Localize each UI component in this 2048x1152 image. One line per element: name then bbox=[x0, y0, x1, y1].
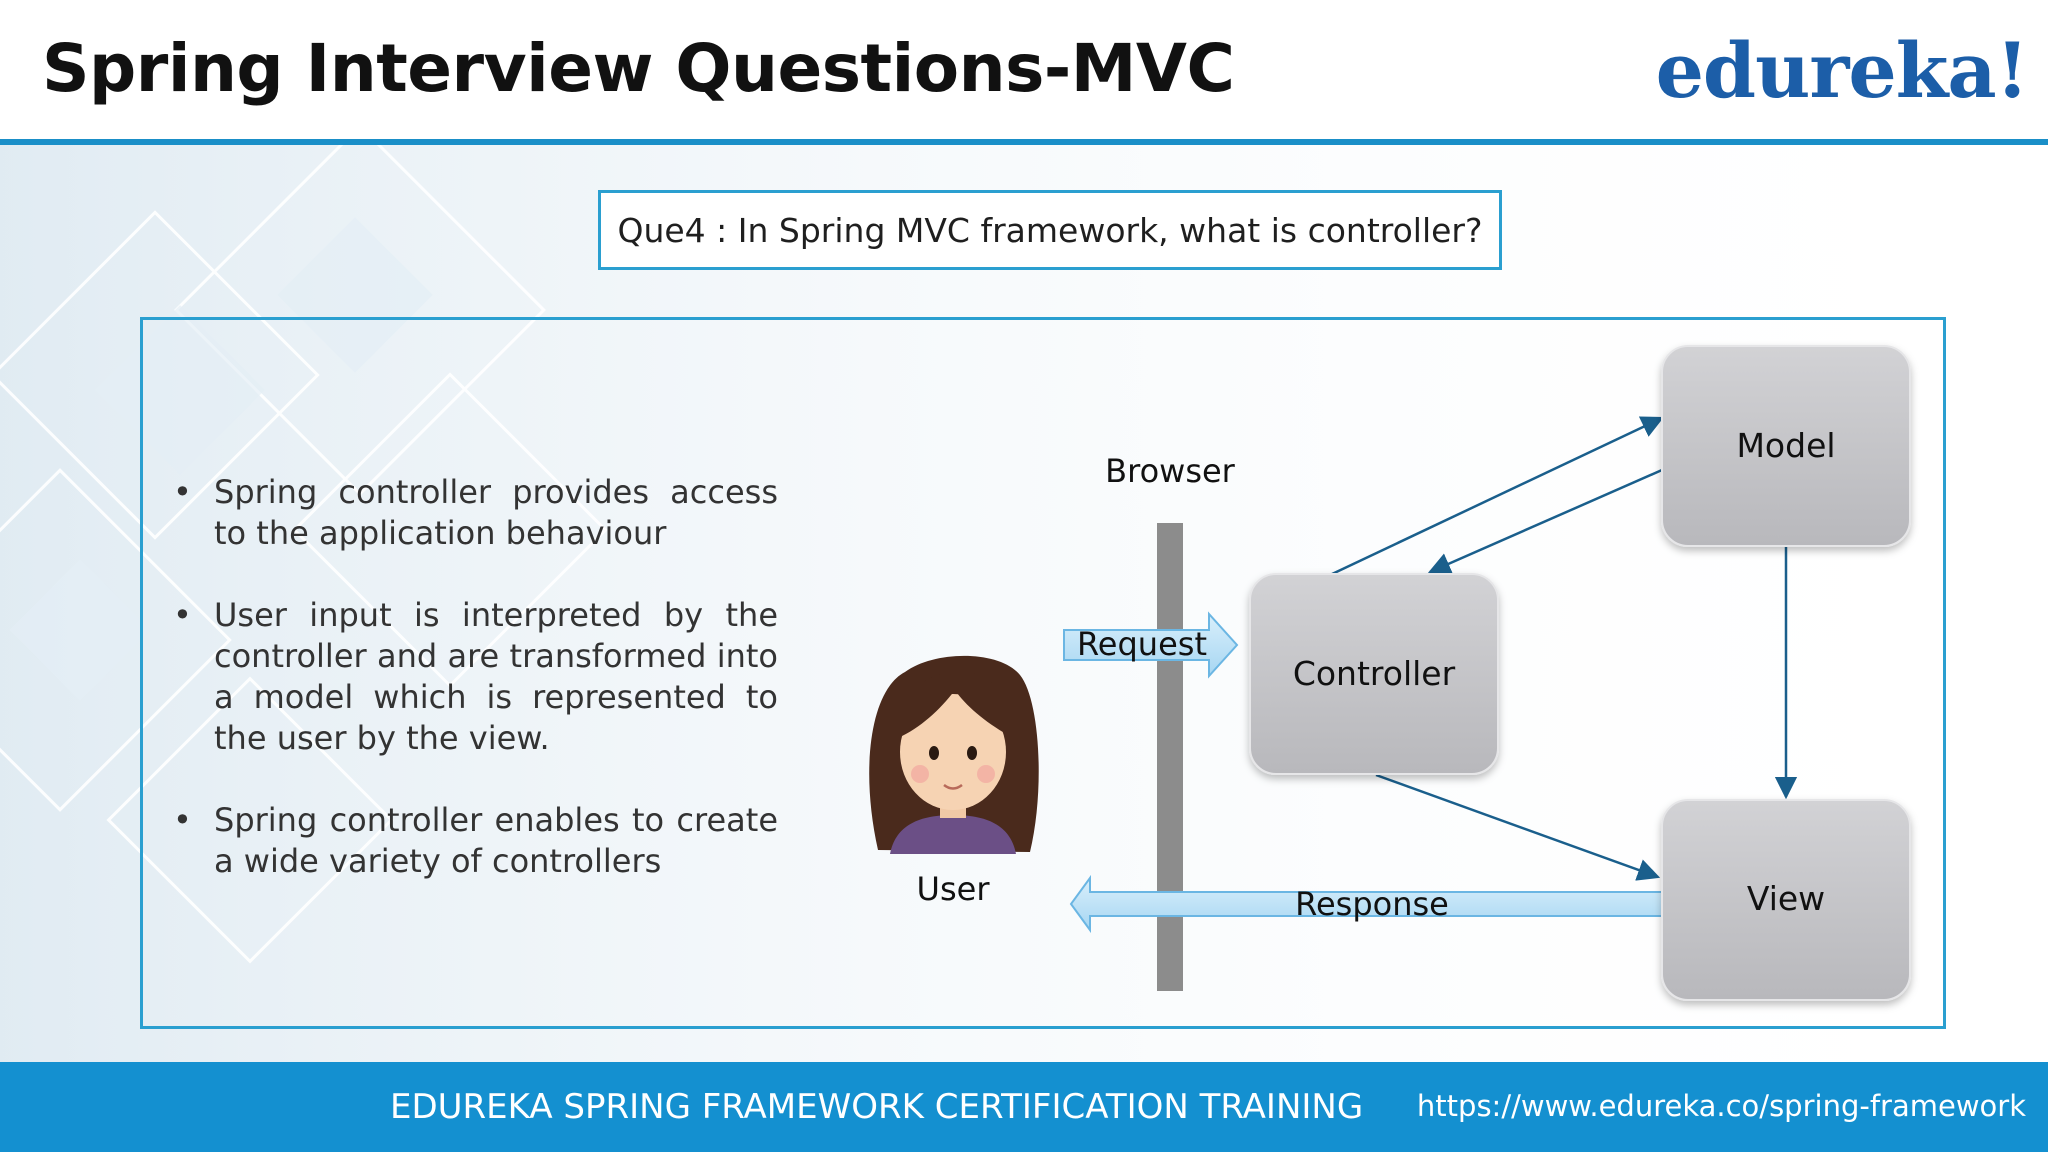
bullet-list: Spring controller provides access to the… bbox=[168, 472, 778, 923]
controller-to-view-arrow bbox=[1375, 773, 1661, 881]
response-arrow bbox=[1069, 874, 1664, 934]
model-to-controller-arrow bbox=[1427, 468, 1663, 575]
user-avatar-icon bbox=[869, 655, 1039, 854]
controller-to-model-arrow bbox=[1329, 416, 1665, 577]
bullet-item: Spring controller enables to create a wi… bbox=[168, 800, 778, 882]
user-label: User bbox=[917, 870, 991, 908]
controller-node bbox=[1249, 573, 1499, 775]
model-node bbox=[1661, 345, 1911, 547]
footer-bar bbox=[0, 1062, 2048, 1152]
model-label: Model bbox=[1736, 426, 1835, 465]
content-frame bbox=[140, 317, 1946, 1029]
request-arrow bbox=[1063, 611, 1239, 679]
browser-bar bbox=[1157, 523, 1183, 991]
question-box: Que4 : In Spring MVC framework, what is … bbox=[598, 190, 1502, 270]
header-divider bbox=[0, 139, 2048, 145]
view-label: View bbox=[1747, 879, 1825, 918]
page-title: Spring Interview Questions-MVC bbox=[42, 30, 1235, 107]
bullet-item: User input is interpreted by the control… bbox=[168, 595, 778, 759]
response-label: Response bbox=[1295, 885, 1449, 923]
footer-title: EDUREKA SPRING FRAMEWORK CERTIFICATION T… bbox=[390, 1087, 1364, 1127]
browser-label: Browser bbox=[1105, 452, 1236, 490]
edureka-logo: edureka! bbox=[1655, 26, 2029, 115]
view-node bbox=[1661, 799, 1911, 1001]
question-text: Que4 : In Spring MVC framework, what is … bbox=[617, 210, 1483, 250]
controller-label: Controller bbox=[1293, 654, 1456, 693]
bullet-item: Spring controller provides access to the… bbox=[168, 472, 778, 554]
footer-url-link[interactable]: https://www.edureka.co/spring-framework bbox=[1416, 1089, 2026, 1123]
request-label: Request bbox=[1077, 625, 1207, 663]
